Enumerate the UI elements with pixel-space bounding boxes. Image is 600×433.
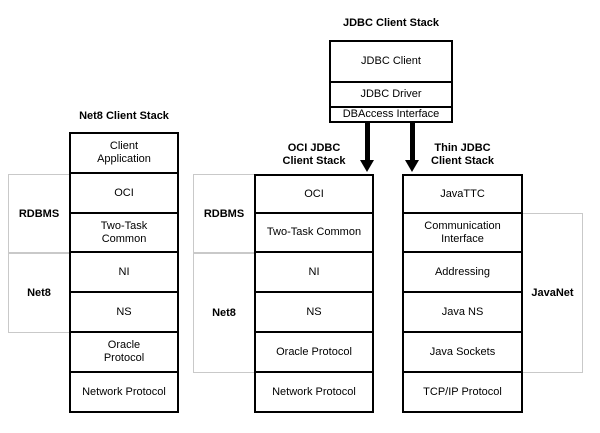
net8-stack-title: Net8 Client Stack [79,110,169,122]
net8-stack-row-oci: OCI [71,174,177,214]
oci-stack-row-two-task-common: Two-Task Common [256,214,372,253]
arrow-stem [365,122,370,162]
thin-jdbc-client-stack: JavaTTC Communication Interface Addressi… [402,174,523,413]
jdbc-stack-title: JDBC Client Stack [343,17,439,29]
thin-stack-row-javattc: JavaTTC [404,176,521,214]
thin-stack-row-java-ns: Java NS [404,293,521,333]
oci-stack-title: OCI JDBC Client Stack [282,142,346,168]
oci-stack-net8-side-box: Net8 [193,253,255,373]
thin-stack-row-addressing: Addressing [404,253,521,293]
arrow-head-icon [405,160,419,172]
net8-side-label: Net8 [212,307,236,319]
javanet-side-label: JavaNet [531,287,574,299]
thin-stack-row-tcpip-protocol: TCP/IP Protocol [423,385,502,398]
thin-stack-javanet-side-box: JavaNet [522,213,583,373]
oci-stack-row-oci: OCI [256,176,372,214]
oci-stack-row-ni: NI [256,253,372,293]
thin-stack-row-java-sockets: Java Sockets [404,333,521,373]
net8-client-stack: Client Application OCI Two-Task Common N… [69,132,179,413]
oci-stack-row-network-protocol: Network Protocol [272,385,356,398]
oci-stack-row-ns: NS [256,293,372,333]
oci-stack-row-oracle-protocol: Oracle Protocol [256,333,372,373]
jdbc-stack-row-jdbc-driver: JDBC Driver [331,83,451,108]
jdbc-stack-row-jdbc-client: JDBC Client [331,42,451,83]
jdbc-stack-row-dbaccess-interface: DBAccess Interface [342,108,440,121]
oci-jdbc-client-stack: OCI Two-Task Common NI NS Oracle Protoco… [254,174,374,413]
net8-stack-row-oracle-protocol: Oracle Protocol [71,333,177,373]
arrow-head-icon [360,160,374,172]
rdbms-side-label: RDBMS [18,207,60,220]
thin-stack-title: Thin JDBC Client Stack [431,142,494,168]
net8-stack-row-ni: NI [71,253,177,293]
net8-stack-net8-side-box: Net8 [8,253,70,333]
thin-stack-row-communication-interface: Communication Interface [404,214,521,253]
jdbc-client-stack: JDBC Client JDBC Driver DBAccess Interfa… [329,40,453,123]
net8-stack-rdbms-side-box: RDBMS [8,174,70,253]
rdbms-side-label: RDBMS [203,207,245,220]
net8-stack-row-network-protocol: Network Protocol [82,385,166,398]
arrow-stem [410,122,415,162]
oci-stack-rdbms-side-box: RDBMS [193,174,255,253]
net8-side-label: Net8 [27,287,51,299]
net8-stack-row-client-application: Client Application [71,134,177,174]
net8-stack-row-two-task-common: Two-Task Common [71,214,177,253]
net8-stack-row-ns: NS [71,293,177,333]
